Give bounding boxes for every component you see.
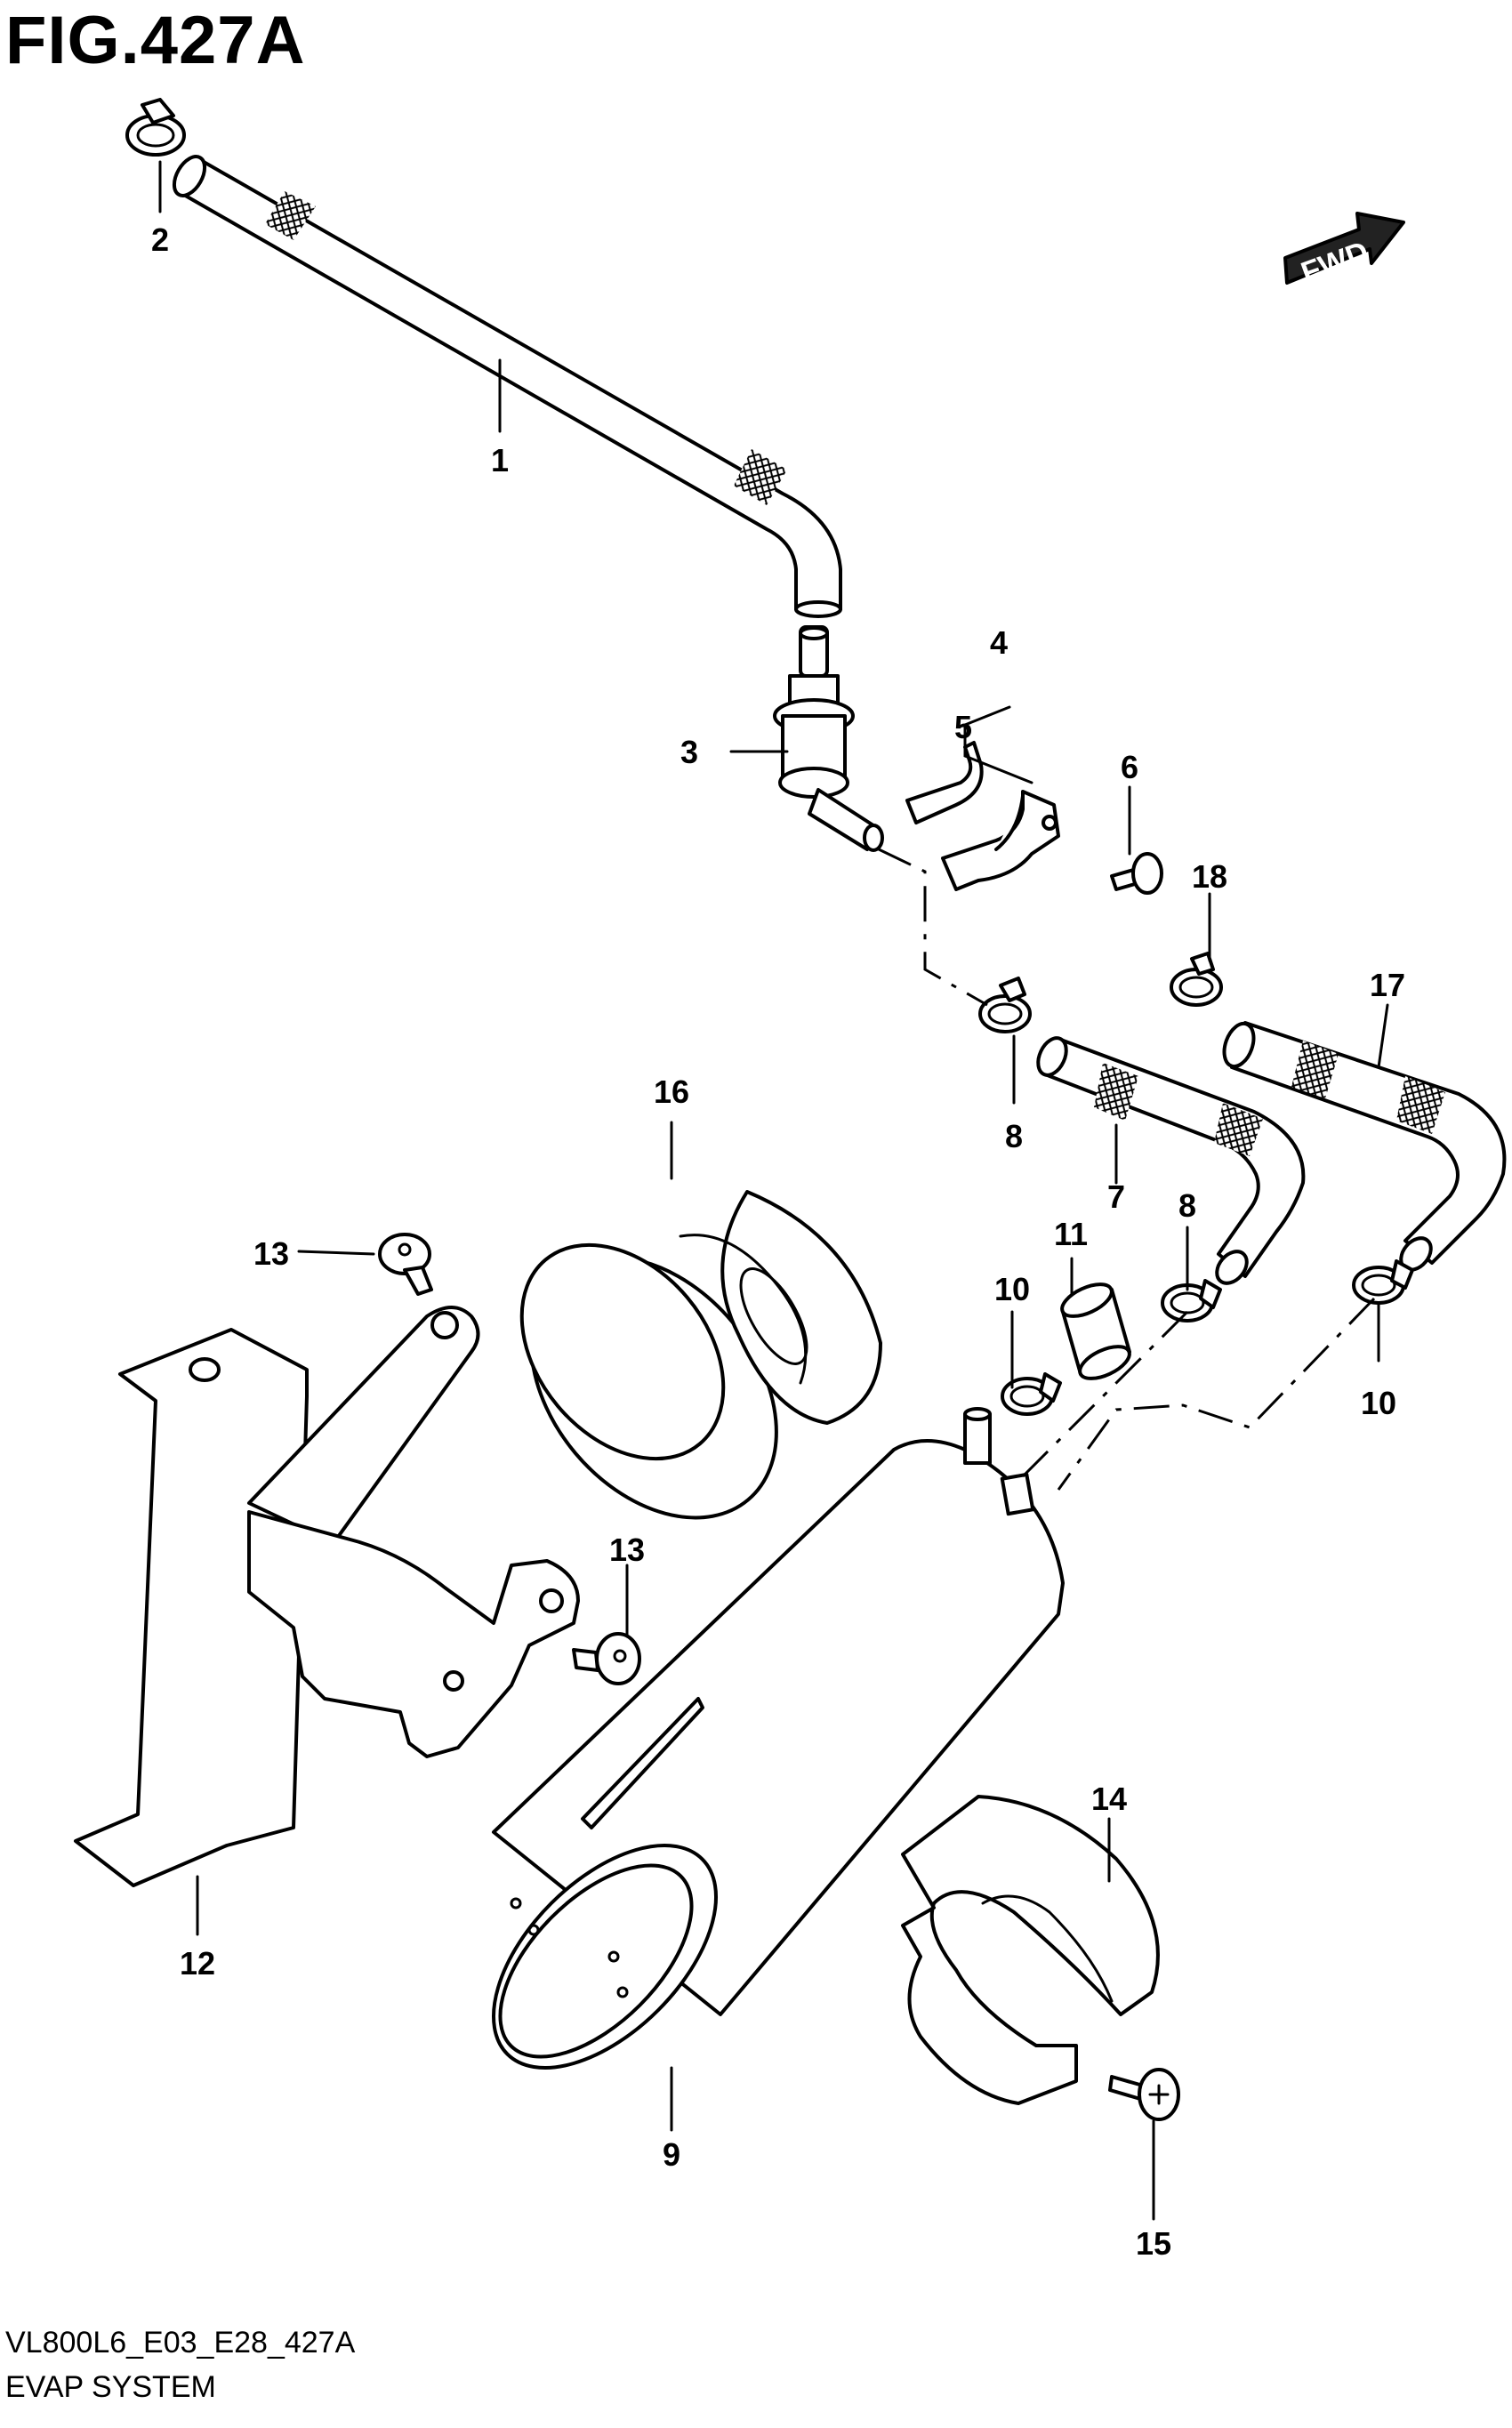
callout-17: 17 (1370, 967, 1405, 1003)
clamp-part-18 (1170, 952, 1223, 1007)
callout-16: 16 (654, 1073, 689, 1110)
connection-line-c (1057, 1297, 1376, 1491)
rubber-band-part-16 (519, 1190, 882, 1520)
callout-13-lower: 13 (609, 1532, 645, 1568)
callout-3: 3 (680, 734, 698, 770)
figure-title: FIG.427A (5, 3, 306, 78)
bolt-part-13-upper (378, 1233, 433, 1296)
screw-part-6 (1110, 852, 1163, 895)
callout-10-left: 10 (994, 1271, 1030, 1307)
bolt-part-13-lower (572, 1632, 641, 1685)
hose-part-7 (1036, 1036, 1306, 1285)
callout-2: 2 (151, 221, 169, 258)
clamp-part-8-upper (978, 977, 1032, 1033)
callout-12: 12 (180, 1945, 215, 1982)
callout-15: 15 (1136, 2225, 1171, 2262)
clamp-part-2 (125, 98, 186, 157)
bracket-part-12 (74, 1306, 580, 1887)
callout-8-lower: 8 (1178, 1187, 1196, 1224)
callout-11: 11 (1054, 1216, 1088, 1252)
canister-part-9 (492, 1407, 1065, 2070)
callout-4: 4 (990, 624, 1008, 661)
clamp-bracket-part-4-5 (905, 741, 1060, 891)
clamp-part-10-left (1001, 1372, 1062, 1416)
callout-8-upper: 8 (1005, 1118, 1023, 1154)
hose-part-17 (1222, 1021, 1507, 1272)
callout-5: 5 (954, 709, 972, 745)
tube-part-11 (1060, 1282, 1131, 1380)
callout-1: 1 (491, 442, 509, 478)
callout-9: 9 (663, 2136, 680, 2173)
connection-line-b (1021, 1310, 1189, 1478)
hose-part-1 (172, 155, 842, 618)
holder-part-14 (901, 1795, 1160, 2105)
callout-10-right: 10 (1361, 1385, 1396, 1421)
clamp-part-10-right (1352, 1259, 1414, 1305)
connection-line-a (878, 848, 988, 1007)
screw-part-15 (1108, 2068, 1180, 2121)
callout-13-upper: 13 (253, 1235, 289, 1272)
clamp-part-8-lower (1161, 1279, 1222, 1323)
callout-leaders (158, 160, 1389, 2221)
callout-labels: 1 2 3 4 5 6 7 8 8 9 10 10 11 12 13 13 14… (151, 221, 1405, 2262)
callout-6: 6 (1121, 749, 1138, 785)
callout-14: 14 (1091, 1781, 1127, 1817)
forward-direction-arrow: FWD (1283, 212, 1405, 290)
drawing-code: VL800L6_E03_E28_427A (5, 2326, 356, 2360)
section-name: EVAP SYSTEM (5, 2370, 216, 2404)
callout-18: 18 (1192, 858, 1227, 895)
callout-7: 7 (1107, 1178, 1125, 1215)
connector-part-3 (773, 625, 884, 852)
